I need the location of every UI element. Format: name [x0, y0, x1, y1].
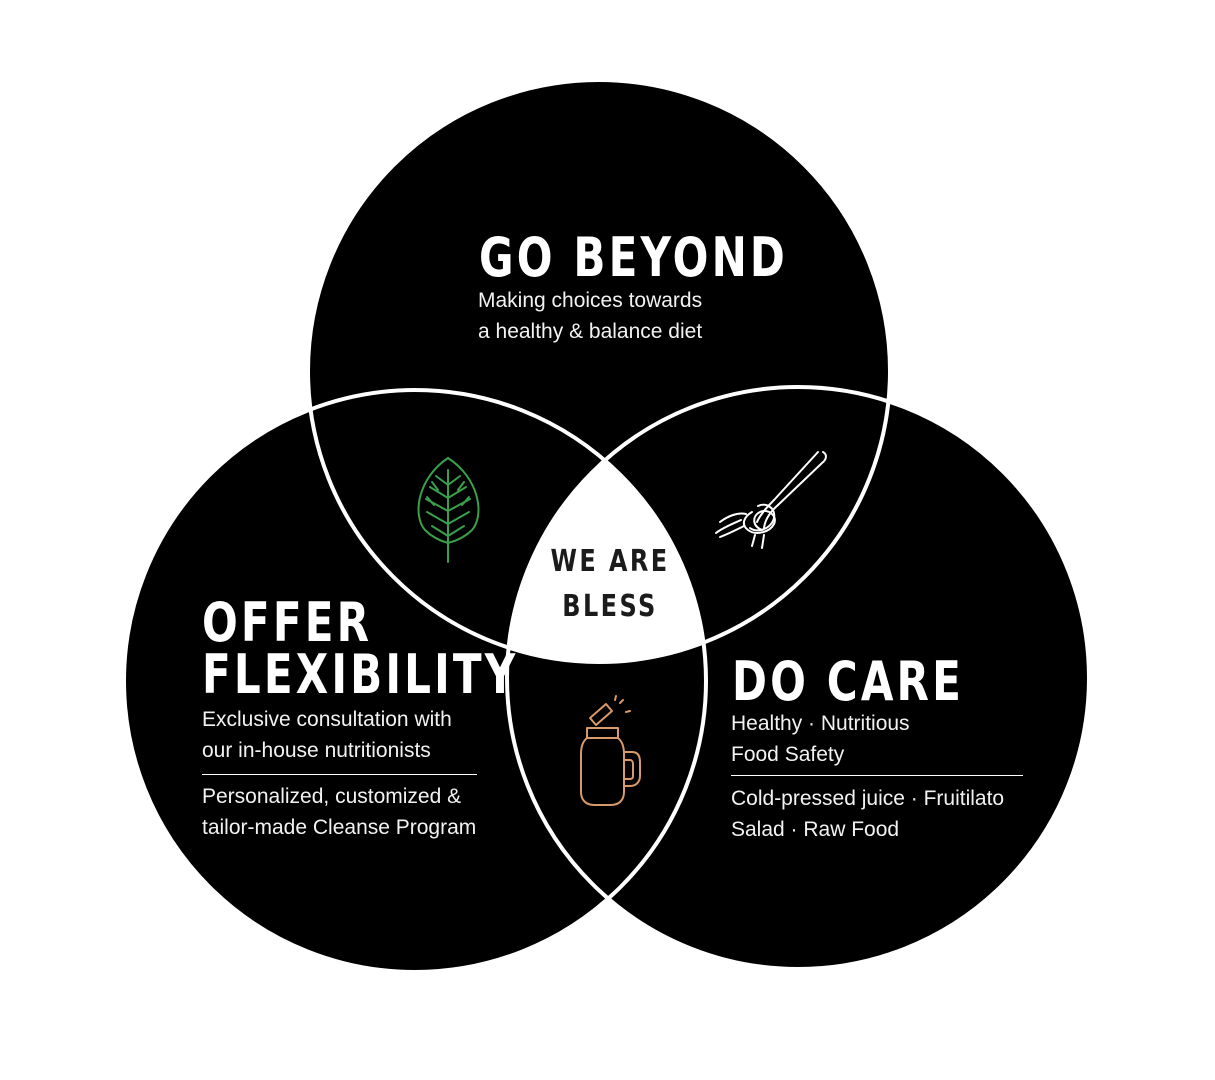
circle-do-care-outline: [505, 385, 1091, 971]
center-label-line-2: BLESS: [562, 589, 658, 624]
do-care-desc2-line-2: Salad · Raw Food: [731, 818, 900, 841]
center-intersection: [507, 390, 706, 662]
offer-flexibility-heading-line-1: OFFER: [202, 591, 373, 654]
circle-go-beyond-outline: [306, 78, 892, 664]
go-beyond-desc-line-1: Making choices towards: [478, 289, 703, 312]
do-care-desc-line-2: Food Safety: [731, 743, 845, 766]
go-beyond-heading: GO BEYOND: [479, 226, 789, 289]
center-label-line-1: WE ARE: [550, 544, 670, 579]
offer-flexibility-desc-line-1: Exclusive consultation with: [202, 708, 452, 731]
do-care-heading: DO CARE: [732, 650, 964, 713]
do-care-desc-line-1: Healthy · Nutritious: [731, 712, 910, 735]
offer-flexibility-desc-line-2: our in-house nutritionists: [202, 739, 431, 762]
circle-offer-flexibility-outline: [122, 388, 708, 974]
leaf-icon: [417, 456, 480, 563]
offer-flexibility-heading-line-2: FLEXIBILITY: [202, 643, 519, 706]
offer-flexibility-divider: [202, 774, 477, 775]
fork-with-pasta-icon: [715, 451, 827, 549]
offer-flexibility-desc2-line-1: Personalized, customized &: [202, 785, 462, 808]
mason-jar-icon: [580, 695, 641, 806]
go-beyond-desc-line-2: a healthy & balance diet: [478, 320, 703, 343]
do-care-desc2-line-1: Cold-pressed juice · Fruitilato: [731, 787, 1005, 810]
do-care-divider: [731, 775, 1023, 776]
offer-flexibility-desc2-line-2: tailor-made Cleanse Program: [202, 816, 477, 839]
